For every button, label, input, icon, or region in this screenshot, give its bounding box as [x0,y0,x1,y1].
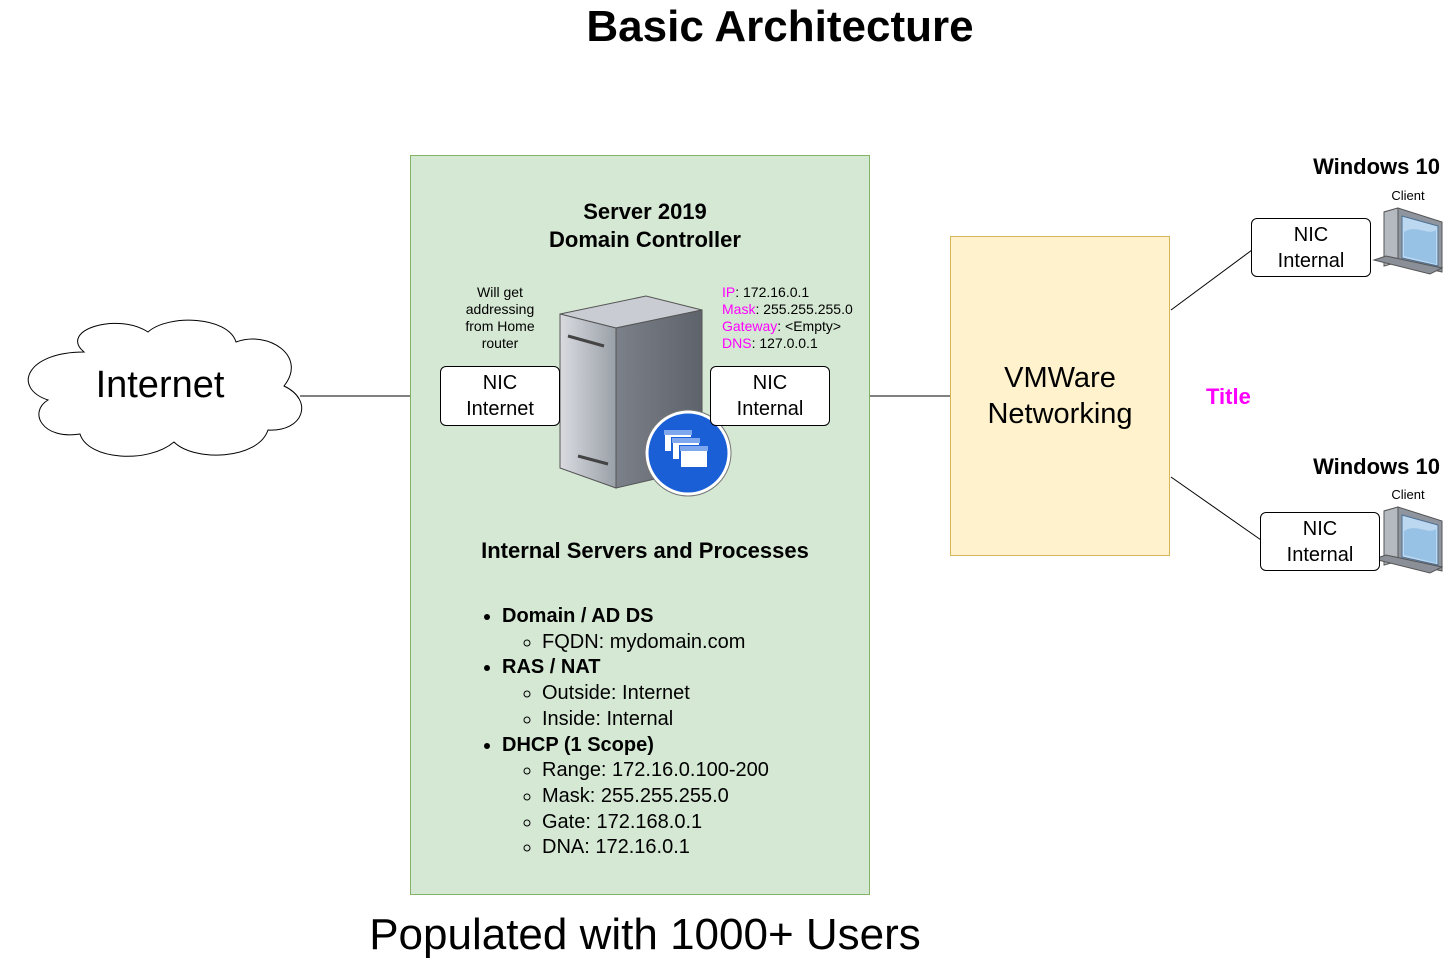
config-gateway: Gateway: <Empty> [722,318,853,335]
config-gateway-value: : <Empty> [777,318,842,334]
config-ip-value: : 172.16.0.1 [735,284,810,300]
config-gateway-key: Gateway [722,318,778,334]
nic-internal-line1: NIC [752,372,788,394]
client-2-nic[interactable]: NIC Internal [1260,512,1380,571]
processes-title: Internal Servers and Processes [481,538,809,563]
server-title-line1: Server 2019 [583,199,707,224]
internal-config: IP: 172.16.0.1 Mask: 255.255.255.0 Gatew… [722,284,853,352]
config-mask-key: Mask [722,301,756,317]
config-mask-value: : 255.255.255.0 [755,301,853,317]
users-footer: Populated with 1000+ Users [369,910,921,959]
note-line: router [481,335,519,351]
nic-internet[interactable]: NIC Internet [440,366,560,426]
note-line: Will get [477,284,523,300]
title-tag: Title [1206,384,1251,409]
external-address-note: Will get addressing from Home router [445,284,555,352]
config-dns: DNS: 127.0.0.1 [722,335,853,352]
server-title-line2: Domain Controller [549,227,741,252]
internet-label: Internet [95,364,225,406]
process-name: RAS / NAT [502,656,601,679]
process-detail: Outside: Internet [542,681,769,707]
client-2-monitor-icon [1372,506,1443,574]
client-1-nic-line1: NIC [1293,223,1329,246]
process-detail: Mask: 255.255.255.0 [542,784,769,810]
client-1-nic-line2: Internal [1277,249,1345,272]
nic-internal[interactable]: NIC Internal [710,366,830,426]
client-1-monitor-icon [1372,207,1443,275]
client-2-nic-line2: Internal [1286,543,1354,566]
process-dhcp: DHCP (1 Scope) Range: 172.16.0.100-200 M… [502,733,769,862]
client-1-nic[interactable]: NIC Internal [1251,218,1371,277]
process-detail: DNA: 172.16.0.1 [542,835,769,861]
process-name: DHCP (1 Scope) [502,733,654,756]
line-vmware-to-client-1 [1170,249,1253,311]
nic-internet-line2: Internet [466,398,534,420]
client-1-title: Windows 10 [1313,154,1440,179]
vmware-line1: VMWare [1004,362,1116,394]
config-ip: IP: 172.16.0.1 [722,284,853,301]
processes-list: Domain / AD DS FQDN: mydomain.com RAS / … [480,604,769,861]
server-container [410,155,870,895]
vmware-networking-box: VMWare Networking [950,236,1170,556]
process-detail: Gate: 172.168.0.1 [542,810,769,836]
note-line: addressing [465,301,535,317]
process-domain: Domain / AD DS FQDN: mydomain.com [502,604,769,655]
process-ras-nat: RAS / NAT Outside: Internet Inside: Inte… [502,655,769,732]
config-ip-key: IP [722,284,736,300]
line-vmware-to-client-2 [1170,476,1262,541]
note-line: from Home [465,318,535,334]
client-1-label: Client [1391,188,1425,203]
internet-cloud-icon [27,319,303,457]
server-tower-icon [559,295,732,497]
config-dns-value: : 127.0.0.1 [751,335,818,351]
config-dns-key: DNS [722,335,752,351]
client-2-title: Windows 10 [1313,454,1440,479]
client-2-nic-line1: NIC [1302,517,1338,540]
nic-internet-line1: NIC [482,372,518,394]
process-name: Domain / AD DS [502,605,654,627]
config-mask: Mask: 255.255.255.0 [722,301,853,318]
process-detail: Inside: Internal [542,707,769,733]
process-detail: Range: 172.16.0.100-200 [542,758,769,784]
server-title: Server 2019 Domain Controller [410,198,880,254]
diagram-title: Basic Architecture [586,2,974,51]
process-detail: FQDN: mydomain.com [542,630,769,656]
client-2-label: Client [1391,487,1425,502]
vmware-line2: Networking [987,398,1133,430]
nic-internal-line2: Internal [736,398,804,420]
